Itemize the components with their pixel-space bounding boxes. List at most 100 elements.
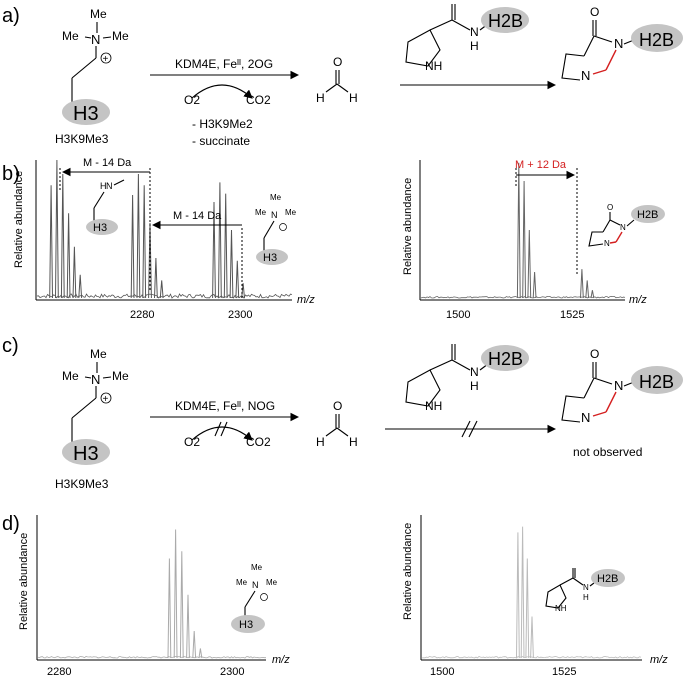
spectrum-trace bbox=[420, 162, 626, 299]
spectrum-peak bbox=[218, 182, 222, 299]
histone-h2b-blob bbox=[481, 345, 529, 371]
x-axis-label: m/z bbox=[272, 654, 290, 666]
spectrum-peak bbox=[525, 558, 530, 659]
amine-label: NH bbox=[425, 399, 442, 413]
methyl-label: Me bbox=[90, 7, 107, 21]
histone-h3-blob bbox=[231, 615, 265, 633]
nitrogen-label: N bbox=[91, 32, 100, 47]
spectrum-peak bbox=[235, 260, 240, 299]
substrate-label-c: H3K9Me3 bbox=[55, 477, 109, 491]
spectrum-peak bbox=[78, 274, 83, 299]
histone-h2b-blob bbox=[631, 366, 683, 394]
spectrum-peak bbox=[49, 185, 53, 299]
nitrogen-label: N bbox=[614, 378, 623, 393]
spectrum-peak bbox=[159, 280, 164, 299]
ms-chart-d-left: Relative abundance m/z 2280 2300 Me Me M… bbox=[18, 515, 290, 675]
blocked-mark bbox=[461, 420, 471, 438]
proline-h2b-structure-a: NH N H H2B bbox=[405, 4, 529, 73]
h2b-label: H2B bbox=[637, 209, 658, 221]
mass-shift-label: M - 14 Da bbox=[173, 210, 222, 222]
y-axis-label: Relative abundance bbox=[18, 533, 30, 630]
methyl-label: Me bbox=[266, 578, 278, 587]
spectrum-trace bbox=[36, 159, 293, 299]
amide-nitrogen-label: N bbox=[583, 583, 589, 592]
spectrum-peak bbox=[198, 648, 203, 659]
spectrum-peak bbox=[527, 229, 532, 299]
amide-nitrogen-label: N bbox=[470, 25, 479, 39]
histone-h2b-blob bbox=[481, 7, 529, 33]
panel-label-c: c) bbox=[2, 335, 19, 357]
dimethyl-lysine-inset: H N H3 bbox=[86, 179, 125, 235]
spectrum-peak bbox=[516, 162, 521, 299]
nitrogen-label: N bbox=[614, 36, 623, 51]
tick-label: 2280 bbox=[47, 666, 71, 675]
spectrum-peak bbox=[136, 173, 141, 299]
x-axis-label: m/z bbox=[297, 294, 315, 306]
charge-label: + bbox=[103, 394, 109, 405]
formaldehyde-structure-a: O H H bbox=[316, 55, 358, 105]
hydrogen-label: H bbox=[349, 435, 358, 449]
nitrogen-label: N bbox=[271, 210, 278, 220]
spectrum-peak bbox=[55, 159, 59, 299]
histone-h3-blob bbox=[256, 249, 288, 265]
h2b-label: H2B bbox=[488, 349, 523, 369]
h3-label: H3 bbox=[239, 619, 253, 631]
byproduct-label: - succinate bbox=[192, 134, 250, 148]
spectrum-peak bbox=[192, 630, 197, 659]
h3-label: H3 bbox=[93, 222, 107, 234]
plus-charge-icon bbox=[100, 392, 112, 404]
hydrogen-label: H bbox=[349, 91, 358, 105]
hydrogen-label: H bbox=[316, 435, 325, 449]
mass-shift-label: M + 12 Da bbox=[515, 159, 567, 171]
histone-h2b-blob bbox=[631, 205, 665, 223]
h2b-label: H2B bbox=[639, 30, 674, 50]
oxygen-label: O bbox=[590, 5, 599, 19]
charge-label: + bbox=[103, 54, 109, 65]
panel-label-b: b) bbox=[2, 163, 20, 185]
spectrum-peak bbox=[223, 193, 228, 299]
plus-charge-icon bbox=[100, 52, 112, 64]
spectrum-trace bbox=[421, 526, 642, 659]
h3k9me3-structure-c: Me Me Me N + H3 bbox=[62, 347, 129, 465]
proline-h2b-inset: NH N H H2B bbox=[545, 568, 625, 613]
histone-h3-blob bbox=[62, 439, 110, 465]
imidazolidinone-product-c: O N N H2B bbox=[561, 347, 683, 425]
nitrogen-label: N bbox=[620, 223, 626, 232]
tick-label: 1525 bbox=[560, 309, 584, 321]
panel-label-d: d) bbox=[2, 513, 20, 535]
amine-label: N bbox=[106, 181, 113, 191]
methyl-label: Me bbox=[112, 29, 129, 43]
spectrum-peak bbox=[66, 213, 71, 299]
amide-nitrogen-label: N bbox=[470, 365, 479, 379]
ms-chart-b-right: Relative abundance m/z 1500 1525 M + 12 … bbox=[402, 159, 665, 321]
nitrogen-label: N bbox=[604, 239, 610, 248]
spectrum-peak bbox=[72, 246, 77, 299]
trimethyl-lysine-inset: Me Me Me N H3 bbox=[255, 193, 297, 265]
imidazolidinone-inset: O N N H2B bbox=[588, 203, 665, 248]
amide-hydrogen-label: H bbox=[470, 39, 479, 53]
co2-label-a: CO2 bbox=[246, 93, 271, 107]
amide-hydrogen-label: H bbox=[583, 593, 589, 602]
reagents-label-a: KDM4E, Feᴵᴵ, 2OG bbox=[175, 57, 273, 71]
methyl-label: Me bbox=[62, 369, 79, 383]
h3-label: H3 bbox=[263, 252, 277, 264]
formaldehyde-structure-c: O H H bbox=[316, 399, 358, 449]
methyl-label: Me bbox=[255, 208, 267, 217]
methyl-label: Me bbox=[270, 193, 282, 202]
methyl-label: Me bbox=[62, 29, 79, 43]
not-observed-label: not observed bbox=[573, 445, 642, 459]
cosubstrate-arc-c bbox=[191, 426, 253, 441]
amine-label: H bbox=[100, 181, 107, 191]
oxygen-label: O bbox=[333, 55, 342, 69]
spectrum-peak bbox=[590, 290, 595, 299]
spectrum-peak bbox=[154, 257, 158, 299]
trimethyl-lysine-inset: Me Me Me N H3 bbox=[231, 563, 278, 633]
spectrum-peak bbox=[60, 173, 65, 299]
x-axis-label: m/z bbox=[629, 294, 647, 306]
panel-label-a: a) bbox=[2, 5, 20, 27]
baseline-noise bbox=[421, 656, 642, 659]
oxygen-label: O bbox=[590, 347, 599, 361]
imidazolidinone-product-a: O N N H2B bbox=[561, 5, 683, 83]
baseline-noise bbox=[37, 656, 266, 659]
